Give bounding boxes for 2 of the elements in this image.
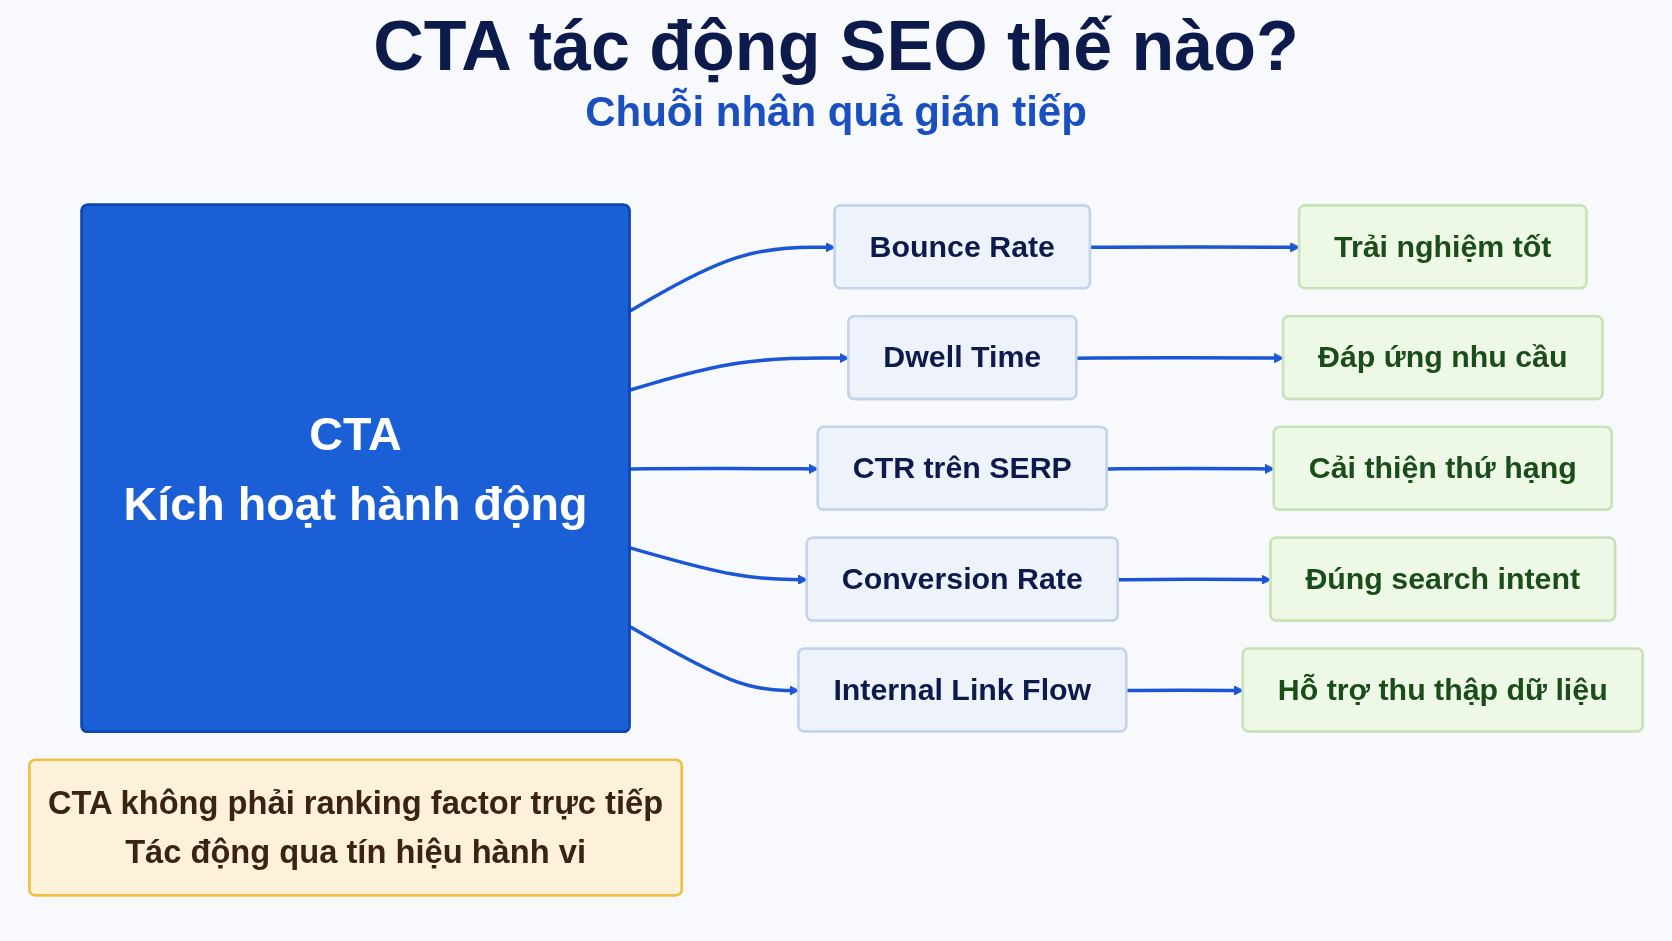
- title: CTA tác động SEO thế nào?: [373, 6, 1299, 87]
- subtitle: Chuỗi nhân quả gián tiếp: [585, 86, 1087, 137]
